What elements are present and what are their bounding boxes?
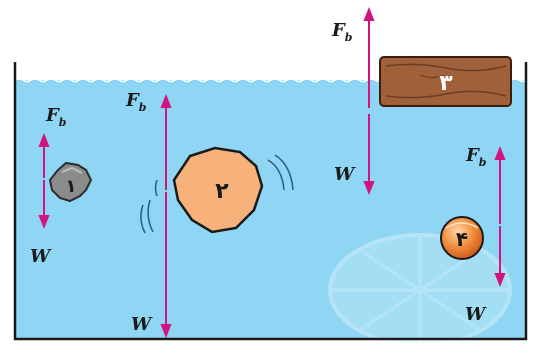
object-4-ball: ۴ (440, 216, 484, 260)
watermark-logo (328, 233, 512, 347)
object-4-w-label: W (465, 304, 487, 325)
object-3-fb-label: Fb (331, 20, 353, 44)
water (15, 80, 526, 339)
object-1-number: ۱ (66, 176, 77, 197)
tank-outline (13, 62, 528, 341)
object-2-w-label: W (131, 314, 153, 335)
object-2-fb-label: Fb (125, 90, 147, 114)
object-2-blob: ۲ (172, 146, 264, 234)
object-1-fb-label: Fb (45, 105, 67, 129)
object-1-rock: ۱ (48, 161, 93, 203)
object-3-w-label: W (334, 164, 356, 185)
object-4-fb-label: Fb (465, 145, 487, 169)
object-4-number: ۴ (456, 227, 468, 251)
object-2-number: ۲ (215, 179, 229, 204)
motion-lines (140, 154, 294, 234)
object-3-wood-block: ۳ (379, 56, 512, 107)
object-1-w-label: W (30, 246, 52, 267)
object-3-number: ۳ (439, 71, 453, 96)
